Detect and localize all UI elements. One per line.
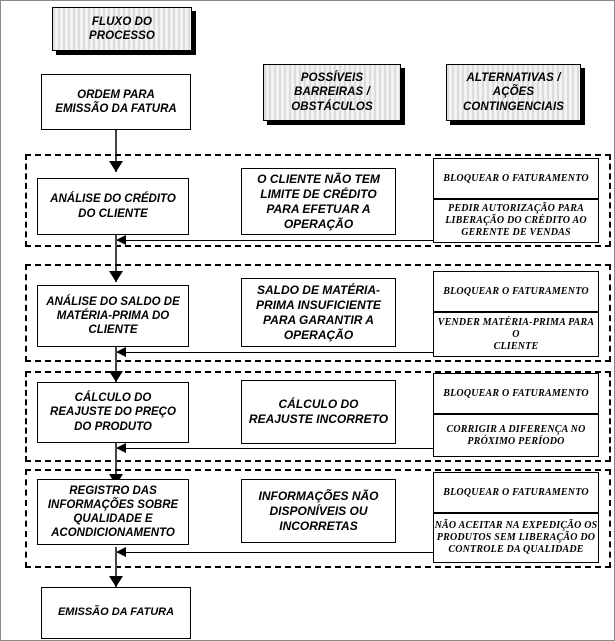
arrowhead-into-stage2 [109, 271, 123, 282]
feedback-arrowhead-4 [116, 547, 126, 557]
node-action-3-1: BLOQUEAR O FATURAMENTO [433, 373, 599, 414]
stage-region-2 [25, 264, 611, 362]
arrowhead-into-stage1 [109, 161, 123, 172]
feedback-line-2 [116, 352, 434, 354]
node-end-label: EMISSÃO DA FATURA [57, 606, 175, 619]
connector-stage4-to-end [115, 547, 117, 590]
connector-start-to-stage1 [115, 130, 117, 172]
connector-stage1-to-stage2 [115, 235, 117, 282]
node-action-3-1-label: BLOQUEAR O FATURAMENTO [443, 387, 589, 399]
feedback-line-4 [116, 552, 434, 554]
stage-region-3 [25, 371, 611, 462]
node-action-2-1-label: BLOQUEAR O FATURAMENTO [443, 285, 589, 297]
node-action-1-1: BLOQUEAR O FATURAMENTO [433, 158, 599, 199]
node-action-1-1-label: BLOQUEAR O FATURAMENTO [443, 172, 589, 184]
feedback-arrowhead-2 [116, 347, 126, 357]
stage-region-4 [25, 469, 611, 568]
feedback-arrowhead-3 [116, 443, 126, 453]
node-action-4-1-label: BLOQUEAR O FATURAMENTO [443, 486, 589, 498]
stage-region-1 [25, 154, 611, 247]
feedback-line-1 [116, 240, 434, 242]
node-action-2-1: BLOQUEAR O FATURAMENTO [433, 271, 599, 312]
node-action-4-1: BLOQUEAR O FATURAMENTO [433, 472, 599, 513]
connector-stage3-to-stage4 [115, 443, 117, 489]
feedback-line-3 [116, 448, 434, 450]
arrowhead-into-stage3 [109, 371, 123, 382]
connector-stage2-to-stage3 [115, 347, 117, 389]
arrowhead-into-end [109, 576, 123, 587]
node-end-emissao-da-fatura: EMISSÃO DA FATURA [41, 587, 191, 639]
feedback-arrowhead-1 [116, 235, 126, 245]
